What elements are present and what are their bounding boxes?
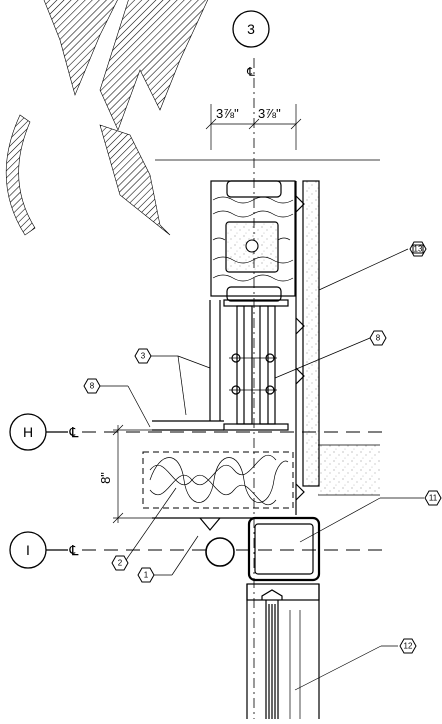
centerline-symbol-h: ℄: [69, 424, 79, 440]
drip-notch: [199, 517, 221, 531]
window-frame: [246, 583, 320, 719]
svg-text:12: 12: [404, 642, 413, 651]
steel-beam: [223, 299, 289, 431]
svg-text:2: 2: [118, 559, 123, 568]
grid-bubble-3: 3 ℄: [232, 10, 270, 79]
svg-text:3: 3: [141, 352, 146, 361]
wall-angle: [152, 300, 224, 431]
grid-label-3: 3: [247, 21, 255, 37]
steel-tube: [247, 516, 321, 582]
callout-8-label: 8: [90, 382, 95, 391]
wood-nailer: [210, 180, 296, 302]
callout-3: 3: [134, 348, 152, 364]
grid-line-h: H ℄: [9, 413, 390, 451]
centerline-symbol-top: ℄: [246, 65, 255, 79]
callout-8: 8: [83, 378, 101, 394]
top-dimension: 3⅞" 3⅞": [205, 104, 302, 150]
batt-insulation: [142, 451, 294, 509]
grid-line-i: I ℄: [9, 531, 390, 569]
backer-rod: [205, 537, 235, 567]
callout-13: 13: [409, 241, 427, 257]
callout-1: 1: [137, 567, 155, 583]
leader-lines: [100, 248, 424, 691]
centerline-symbol-i: ℄: [69, 542, 79, 558]
exterior-cladding: [295, 180, 320, 515]
callout-4: 8: [369, 330, 387, 346]
dimension-left: 3⅞": [216, 106, 239, 121]
adjacent-slab: [318, 444, 380, 496]
watermark: [5, 0, 209, 236]
svg-text:1: 1: [144, 571, 149, 580]
callout-11: 11: [424, 490, 442, 506]
dimension-right: 3⅞": [258, 106, 281, 121]
grid-label-i: I: [26, 542, 30, 558]
svg-text:11: 11: [429, 494, 438, 503]
svg-text:13: 13: [414, 245, 423, 254]
callout-12: 12: [399, 638, 417, 654]
height-dimension: 8": [98, 424, 152, 524]
svg-text:8: 8: [376, 334, 381, 343]
dimension-height: 8": [98, 472, 113, 484]
grid-label-h: H: [23, 424, 33, 440]
callout-2: 2: [111, 555, 129, 571]
